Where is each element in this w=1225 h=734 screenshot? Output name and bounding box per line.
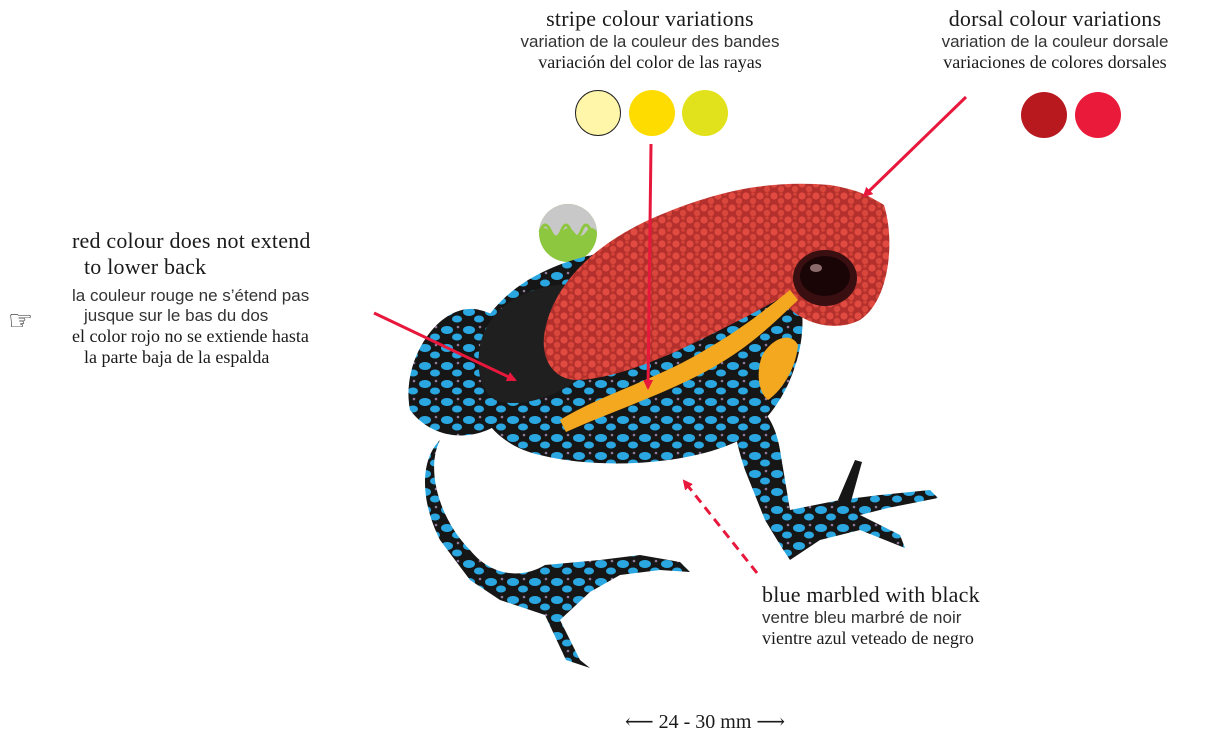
frog-illustration [408,184,938,668]
frog-front-leg [735,400,938,560]
dorsal-arrow [864,97,966,196]
belly-arrow [684,481,757,573]
canopy-habitat-icon [539,204,597,262]
svg-text:☞: ☞ [8,304,33,337]
frog-hind-leg [425,440,690,668]
pointing-hand-icon: ☞ [8,304,33,337]
